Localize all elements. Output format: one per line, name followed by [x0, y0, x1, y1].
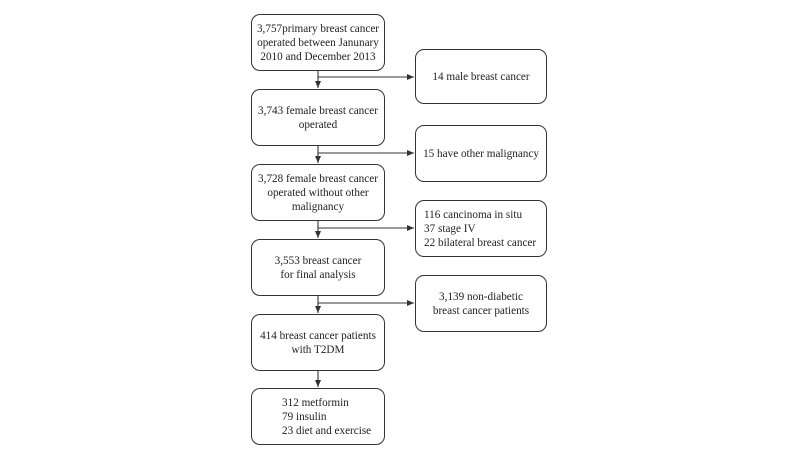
- box-text-line: 116 cancinoma in situ: [424, 208, 523, 221]
- box-text-line: for final analysis: [280, 268, 356, 281]
- box-text-line: 414 breast cancer patients: [260, 329, 376, 342]
- box-text-line: 37 stage IV: [424, 222, 476, 235]
- box-text-line: 22 bilateral breast cancer: [424, 236, 537, 249]
- box-text-line: malignancy: [291, 200, 345, 213]
- box-excluded-male: 14 male breast cancer: [415, 49, 547, 104]
- box-text-line: breast cancer patients: [432, 304, 530, 317]
- box-text-line: 312 metformin: [282, 396, 349, 409]
- box-text-line: 79 insulin: [282, 410, 327, 423]
- box-excluded-stage: 116 cancinoma in situ 37 stage IV 22 bil…: [415, 200, 547, 257]
- box-final-analysis: 3,553 breast cancer for final analysis: [251, 239, 385, 296]
- box-text-line: with T2DM: [291, 343, 345, 356]
- box-text-line: operated without other: [267, 186, 369, 199]
- box-initial-cohort: 3,757primary breast cancer operated betw…: [251, 14, 385, 71]
- box-t2dm-patients: 414 breast cancer patients with T2DM: [251, 314, 385, 371]
- box-female-cohort: 3,743 female breast cancer operated: [251, 89, 385, 146]
- box-text-line: 3,139 non-diabetic: [439, 290, 523, 303]
- box-text-line: 3,757primary breast cancer: [256, 22, 380, 35]
- box-excluded-other-malignancy: 15 have other malignancy: [415, 125, 547, 182]
- box-text-line: 15 have other malignancy: [423, 147, 539, 160]
- box-text-line: operated: [298, 118, 338, 131]
- box-non-diabetic: 3,139 non-diabetic breast cancer patient…: [415, 275, 547, 332]
- box-text-line: 3,728 female breast cancer: [258, 172, 378, 185]
- box-no-other-malignancy: 3,728 female breast cancer operated with…: [251, 164, 385, 221]
- box-text-line: 23 diet and exercise: [282, 424, 372, 437]
- box-text-line: 3,743 female breast cancer: [258, 104, 378, 117]
- box-text-line: 14 male breast cancer: [432, 70, 530, 83]
- box-treatment-groups: 312 metformin 79 insulin 23 diet and exe…: [251, 388, 385, 445]
- box-text-line: operated between Janunary: [257, 36, 379, 49]
- box-text-line: 3,553 breast cancer: [274, 254, 362, 267]
- box-text-line: 2010 and December 2013: [260, 50, 376, 63]
